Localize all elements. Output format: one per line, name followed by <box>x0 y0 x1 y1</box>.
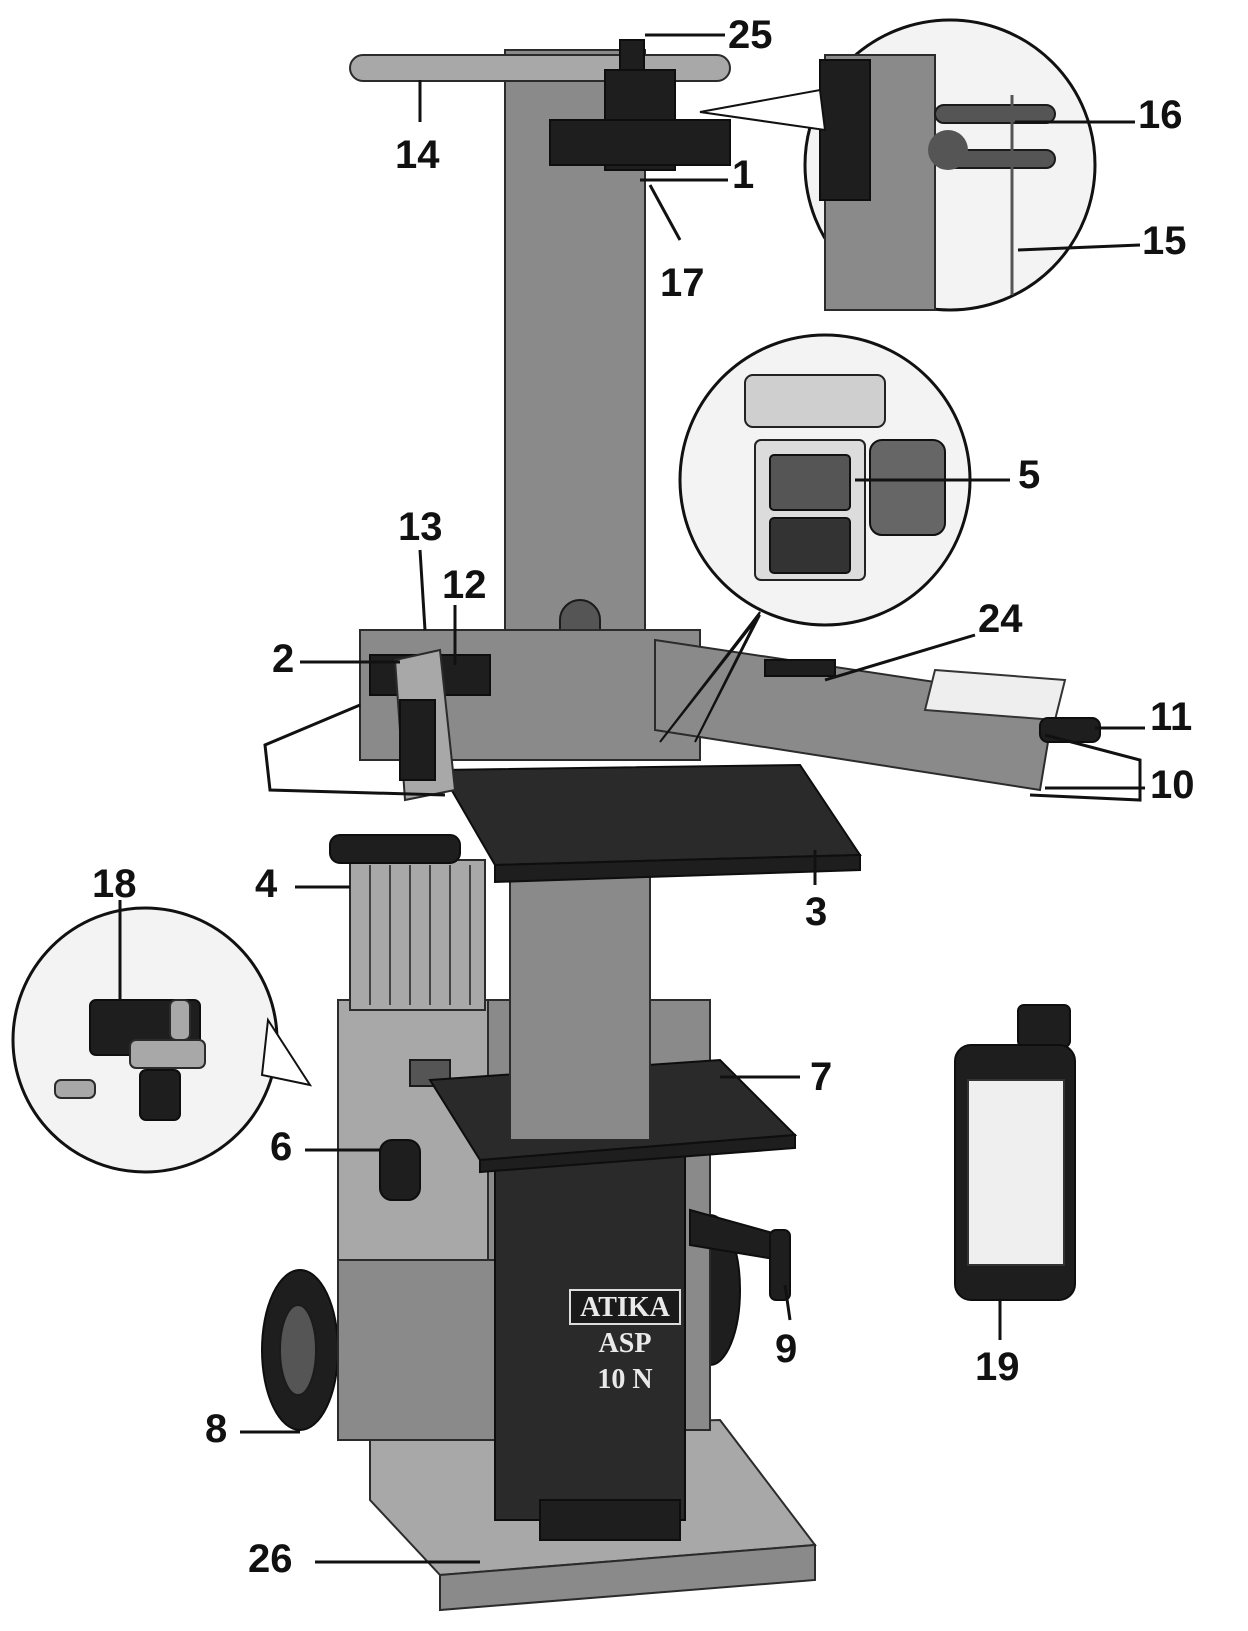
detail-pointer-top <box>699 88 827 132</box>
upper-table <box>438 763 862 884</box>
leader-lines <box>118 33 1145 1564</box>
detail-circle-switch <box>678 333 972 627</box>
top-clamp <box>549 39 731 171</box>
callout-14: 14 <box>395 133 440 177</box>
detail-circle-top <box>803 18 1097 312</box>
callout-4: 4 <box>255 862 278 906</box>
callout-19: 19 <box>975 1345 1020 1389</box>
callout-16: 16 <box>1138 93 1183 137</box>
detail-circle-valve <box>11 906 279 1174</box>
callout-3: 3 <box>805 890 827 934</box>
callout-24: 24 <box>978 597 1023 641</box>
ram-column: ATIKA ASP 10 N <box>494 1119 686 1541</box>
callout-5: 5 <box>1018 453 1040 497</box>
callout-18: 18 <box>92 862 137 906</box>
callout-2: 2 <box>272 637 294 681</box>
callout-13: 13 <box>398 505 443 549</box>
callout-12: 12 <box>442 563 487 607</box>
detail-pointer-switch <box>659 611 761 743</box>
wedge-assembly <box>359 629 701 802</box>
callout-6: 6 <box>270 1125 292 1169</box>
motor <box>329 834 486 1011</box>
callout-26: 26 <box>248 1537 293 1581</box>
callout-17: 17 <box>660 261 705 305</box>
upper-column <box>504 49 651 1141</box>
detail-pointer-valve <box>260 1017 313 1087</box>
switch-off-button <box>769 517 851 574</box>
model-text-1: ASP <box>599 1328 652 1359</box>
oil-bottle <box>954 1004 1076 1301</box>
left-handle <box>263 703 446 797</box>
callout-25: 25 <box>728 13 773 57</box>
callout-11: 11 <box>1150 695 1192 739</box>
callout-7: 7 <box>810 1055 832 1099</box>
brand-text: ATIKA <box>580 1292 670 1323</box>
switch-on-button <box>769 454 851 511</box>
callout-8: 8 <box>205 1407 227 1451</box>
wheel-left <box>261 1269 339 1431</box>
right-arm <box>654 638 1142 802</box>
brand-plate <box>569 1289 681 1325</box>
callout-15: 15 <box>1142 219 1187 263</box>
callout-10: 10 <box>1150 763 1195 807</box>
callout-numbers: 25 14 1 17 16 15 5 13 12 2 24 11 10 18 4… <box>92 13 1195 1581</box>
oil-drain-knob <box>379 1139 421 1201</box>
callout-1: 1 <box>732 153 754 197</box>
lever <box>689 1208 791 1301</box>
callout-9: 9 <box>775 1327 797 1371</box>
model-text-2: 10 N <box>597 1364 652 1395</box>
